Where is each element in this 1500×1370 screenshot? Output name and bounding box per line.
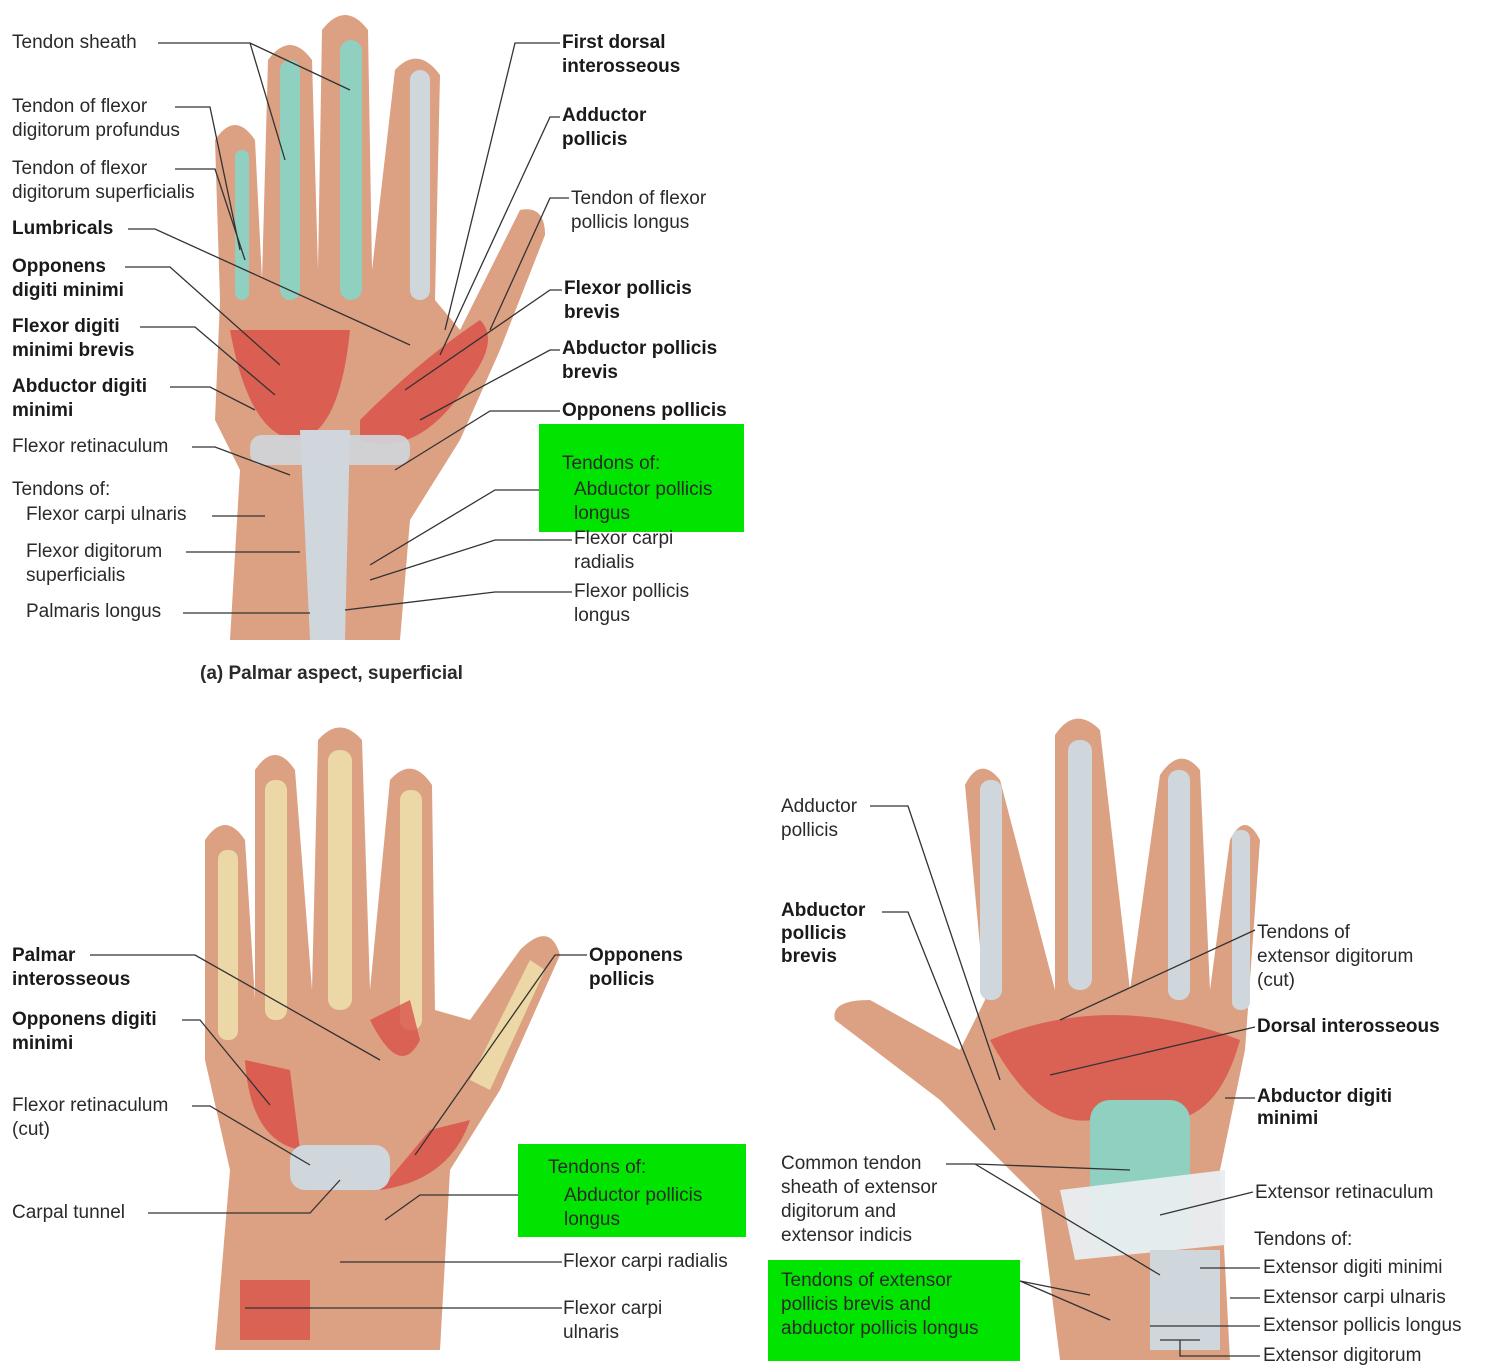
label-dorsal-interosseous: Dorsal interosseous — [1257, 1016, 1440, 1037]
hand-palmar-deep — [205, 727, 560, 1350]
label-tendon-sheath: Tendon sheath — [12, 32, 137, 53]
hand-dorsal — [834, 718, 1260, 1360]
label-flexor-retinaculum-cut: Flexor retinaculum(cut) — [12, 1095, 169, 1140]
label-extensor-carpi-ulnaris: Extensor carpi ulnaris — [1263, 1287, 1446, 1308]
label-opponens-pollicis: Opponens pollicis — [562, 400, 727, 421]
label-tendons-of-c: Tendons of: — [1254, 1229, 1353, 1250]
label-carpal-tunnel: Carpal tunnel — [12, 1202, 126, 1223]
label-tendons-of: Tendons of: — [12, 479, 111, 500]
hand-palmar-superficial — [215, 15, 545, 640]
label-highlight-heading-b: Tendons of: — [548, 1157, 647, 1178]
highlight-box-c — [768, 1260, 1020, 1361]
label-lumbricals: Lumbricals — [12, 218, 114, 239]
label-extensor-digiti-minimi: Extensor digiti minimi — [1263, 1257, 1443, 1278]
label-highlight-heading-a: Tendons of: — [562, 453, 661, 474]
label-flexor-carpi-ulnaris: Flexor carpi ulnaris — [26, 504, 187, 525]
label-extensor-pollicis-longus: Extensor pollicis longus — [1263, 1315, 1462, 1336]
caption-a: (a) Palmar aspect, superficial — [200, 663, 463, 684]
label-flexor-carpi-radialis-b: Flexor carpi radialis — [563, 1251, 728, 1272]
label-palmaris-longus: Palmaris longus — [26, 601, 162, 622]
highlight-box-a — [539, 424, 744, 532]
label-flexor-retinaculum: Flexor retinaculum — [12, 436, 169, 457]
label-extensor-retinaculum: Extensor retinaculum — [1255, 1182, 1434, 1203]
highlight-box-b — [518, 1144, 746, 1237]
leader-lines — [90, 42, 1260, 1357]
label-extensor-digitorum: Extensor digitorum — [1263, 1345, 1422, 1366]
